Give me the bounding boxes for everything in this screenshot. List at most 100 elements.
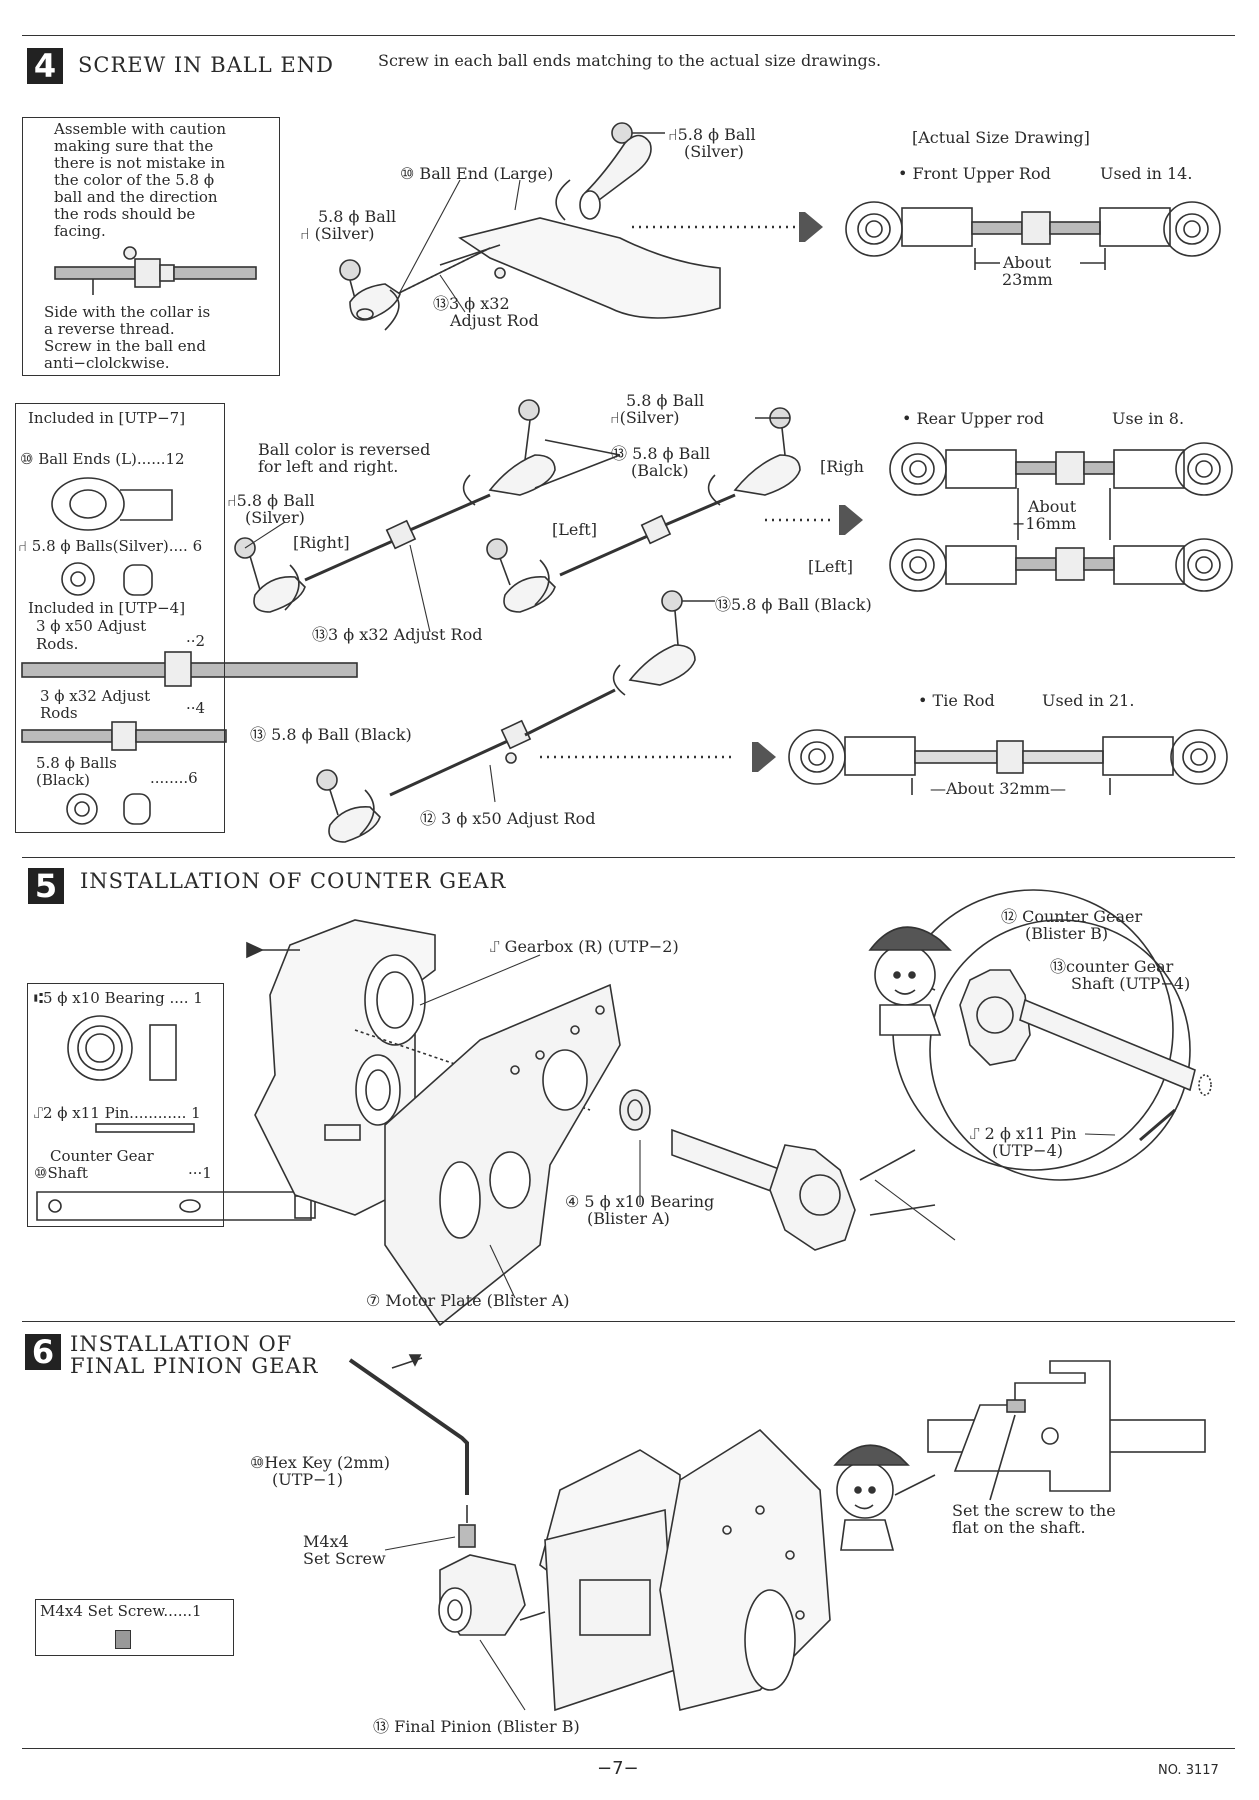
front-upper-rod-drawing (845, 201, 1221, 270)
label-right: [Right] (293, 533, 350, 552)
label-left: [Left] (552, 520, 597, 539)
rear-upper-rod-drawing (889, 442, 1233, 592)
counter-gear-1: ⑫ Counter Geaer (1001, 907, 1143, 926)
ball-end-assembly-top-icon (339, 122, 721, 331)
section-divider-5-6 (22, 1321, 1235, 1322)
pin-utp4-2: (UTP−4) (992, 1141, 1063, 1160)
bearing-label: ⑆5 ϕ x10 Bearing .... 1 (34, 989, 203, 1007)
balls-silver-6: ⑁ 5.8 ϕ Balls(Silver).... 6 (18, 537, 203, 555)
about-16-1: About (1028, 497, 1077, 516)
balls-black-qty: ........6 (150, 769, 198, 787)
note-2: flat on the shaft. (952, 1518, 1086, 1537)
counter-shaft-1: Counter Gear (50, 1147, 154, 1165)
about-32-label: —About 32mm— (930, 779, 1066, 798)
sec5-parts-box (27, 983, 224, 1227)
section-4-subtitle: Screw in each ball ends matching to the … (378, 51, 882, 70)
included-utp4: Included in [UTP−4] (28, 599, 186, 617)
adj-rods-32-1: 3 ϕ x32 Adjust (40, 687, 151, 705)
collar-note-3: Screw in the ball end (44, 337, 206, 355)
label-righ: [Righ (820, 457, 864, 476)
caution-rod-icon (54, 246, 257, 295)
caution-text-1: Assemble with caution (54, 120, 226, 138)
counter-gear-2: (Blister B) (1025, 924, 1109, 943)
hex-key-2: (UTP−1) (272, 1470, 343, 1489)
gearbox-label: ⑀ Gearbox (R) (UTP−2) (490, 937, 679, 956)
about-23-1: About (1003, 253, 1052, 272)
actual-size-heading: [Actual Size Drawing] (912, 128, 1090, 147)
note-1: Set the screw to the (952, 1501, 1116, 1520)
label-black-mid-2: (Balck) (631, 461, 689, 480)
label-ball-silver-left-2: ⑁ (Silver) (300, 224, 375, 243)
set-screw-2: Set Screw (303, 1549, 386, 1568)
adjust-rod-50-icon (316, 590, 715, 843)
adj-rods-32-qty: ··4 (186, 699, 206, 717)
ball-ends-l: ⑩ Ball Ends (L)......12 (20, 450, 185, 468)
adj-rods-32-2: Rods (40, 704, 78, 722)
counter-shaft-qty: ···1 (188, 1164, 212, 1182)
hex-key-drawing (348, 1354, 469, 1495)
footer-rule (22, 1748, 1235, 1749)
set-screw-box (35, 1599, 234, 1656)
label-adjust-rod-32-2: Adjust Rod (450, 311, 539, 330)
ball-color-note-1: Ball color is reversed (258, 440, 431, 459)
caution-text-6: the rods should be (54, 205, 196, 223)
collar-note-4: anti−clolckwise. (44, 354, 170, 372)
front-used-label: Used in 14. (1100, 164, 1193, 183)
bearing-blister-2: (Blister A) (587, 1209, 670, 1228)
label-black-mid-1: ⑬ 5.8 ϕ Ball (611, 444, 711, 463)
adj-rods-50-qty: ··2 (186, 632, 206, 650)
tie-rod-drawing (788, 729, 1228, 795)
caution-text-7: facing. (54, 222, 106, 240)
collar-note-1: Side with the collar is (44, 303, 211, 321)
label-adjust-rod-32: ⑬3 ϕ x32 (433, 294, 510, 313)
motor-plate-drawing (384, 983, 621, 1327)
section-6-title-2: FINAL PINION GEAR (70, 1354, 319, 1378)
leader-lines (244, 179, 1116, 1711)
ball-color-note-2: for left and right. (258, 457, 399, 476)
balls-black-2: (Black) (36, 771, 90, 789)
pin-label: ⑀2 ϕ x11 Pin............ 1 (34, 1104, 201, 1122)
rear-use-label: Use in 8. (1112, 409, 1185, 428)
caution-box (22, 117, 280, 376)
doc-number: NO. 3117 (1158, 1763, 1219, 1778)
label-left2: [Left] (808, 557, 853, 576)
label-ball-black-left: ⑬ 5.8 ϕ Ball (Black) (250, 725, 412, 744)
about-16-2: −16mm (1012, 514, 1077, 533)
rear-upper-rod-label: • Rear Upper rod (902, 409, 1045, 428)
label-silver-mid-2: ⑁(Silver) (610, 408, 680, 427)
label-ball-silver-left: 5.8 ϕ Ball (318, 207, 397, 226)
label-adj-32-mid: ⑬3 ϕ x32 Adjust Rod (312, 625, 483, 644)
pin-utp4-1: ⑀ 2 ϕ x11 Pin (970, 1124, 1077, 1143)
section-4-title: SCREW IN BALL END (78, 53, 334, 77)
motor-plate-label: ⑦ Motor Plate (Blister A) (366, 1291, 570, 1310)
label-silver-mid-1: 5.8 ϕ Ball (626, 391, 705, 410)
counter-gear-shaft-2: Shaft (UTP−4) (1071, 974, 1191, 993)
section-5-title: INSTALLATION OF COUNTER GEAR (80, 869, 507, 893)
collar-note-2: a reverse thread. (44, 320, 175, 338)
label-ball-silver-top: ⑁5.8 ϕ Ball (668, 125, 756, 144)
mascot-boy-icon-2 (833, 1444, 936, 1551)
shaft-flat-detail-drawing (927, 1360, 1206, 1501)
gearbox-with-plate-drawing (539, 1428, 831, 1712)
left-right-rods-icon (234, 399, 801, 613)
counter-shaft-2: ⑩Shaft (34, 1164, 88, 1182)
section-6-number: 6 (25, 1334, 61, 1370)
set-screw-1: M4x4 (303, 1532, 349, 1551)
counter-gear-shaft-1: ⑬counter Gear (1050, 957, 1174, 976)
section-divider-4-5 (22, 857, 1235, 858)
section-5-number: 5 (28, 868, 64, 904)
included-utp7: Included in [UTP−7] (28, 409, 186, 427)
set-screw-icon (115, 1630, 131, 1649)
label-silver-left2-2: (Silver) (245, 508, 305, 527)
tie-rod-label: • Tie Rod (918, 691, 995, 710)
label-ball-black-right: ⑬5.8 ϕ Ball (Black) (715, 595, 872, 614)
bearing-and-pin-icons (36, 1015, 316, 1221)
tie-used-label: Used in 21. (1042, 691, 1135, 710)
section-4-number: 4 (27, 48, 63, 84)
section-6-title-1: INSTALLATION OF (70, 1332, 293, 1356)
about-23-2: 23mm (1002, 270, 1053, 289)
balls-black-1: 5.8 ϕ Balls (36, 754, 117, 772)
adj-rods-50-2: Rods. (36, 635, 79, 653)
caution-text-5: ball and the direction (54, 188, 218, 206)
